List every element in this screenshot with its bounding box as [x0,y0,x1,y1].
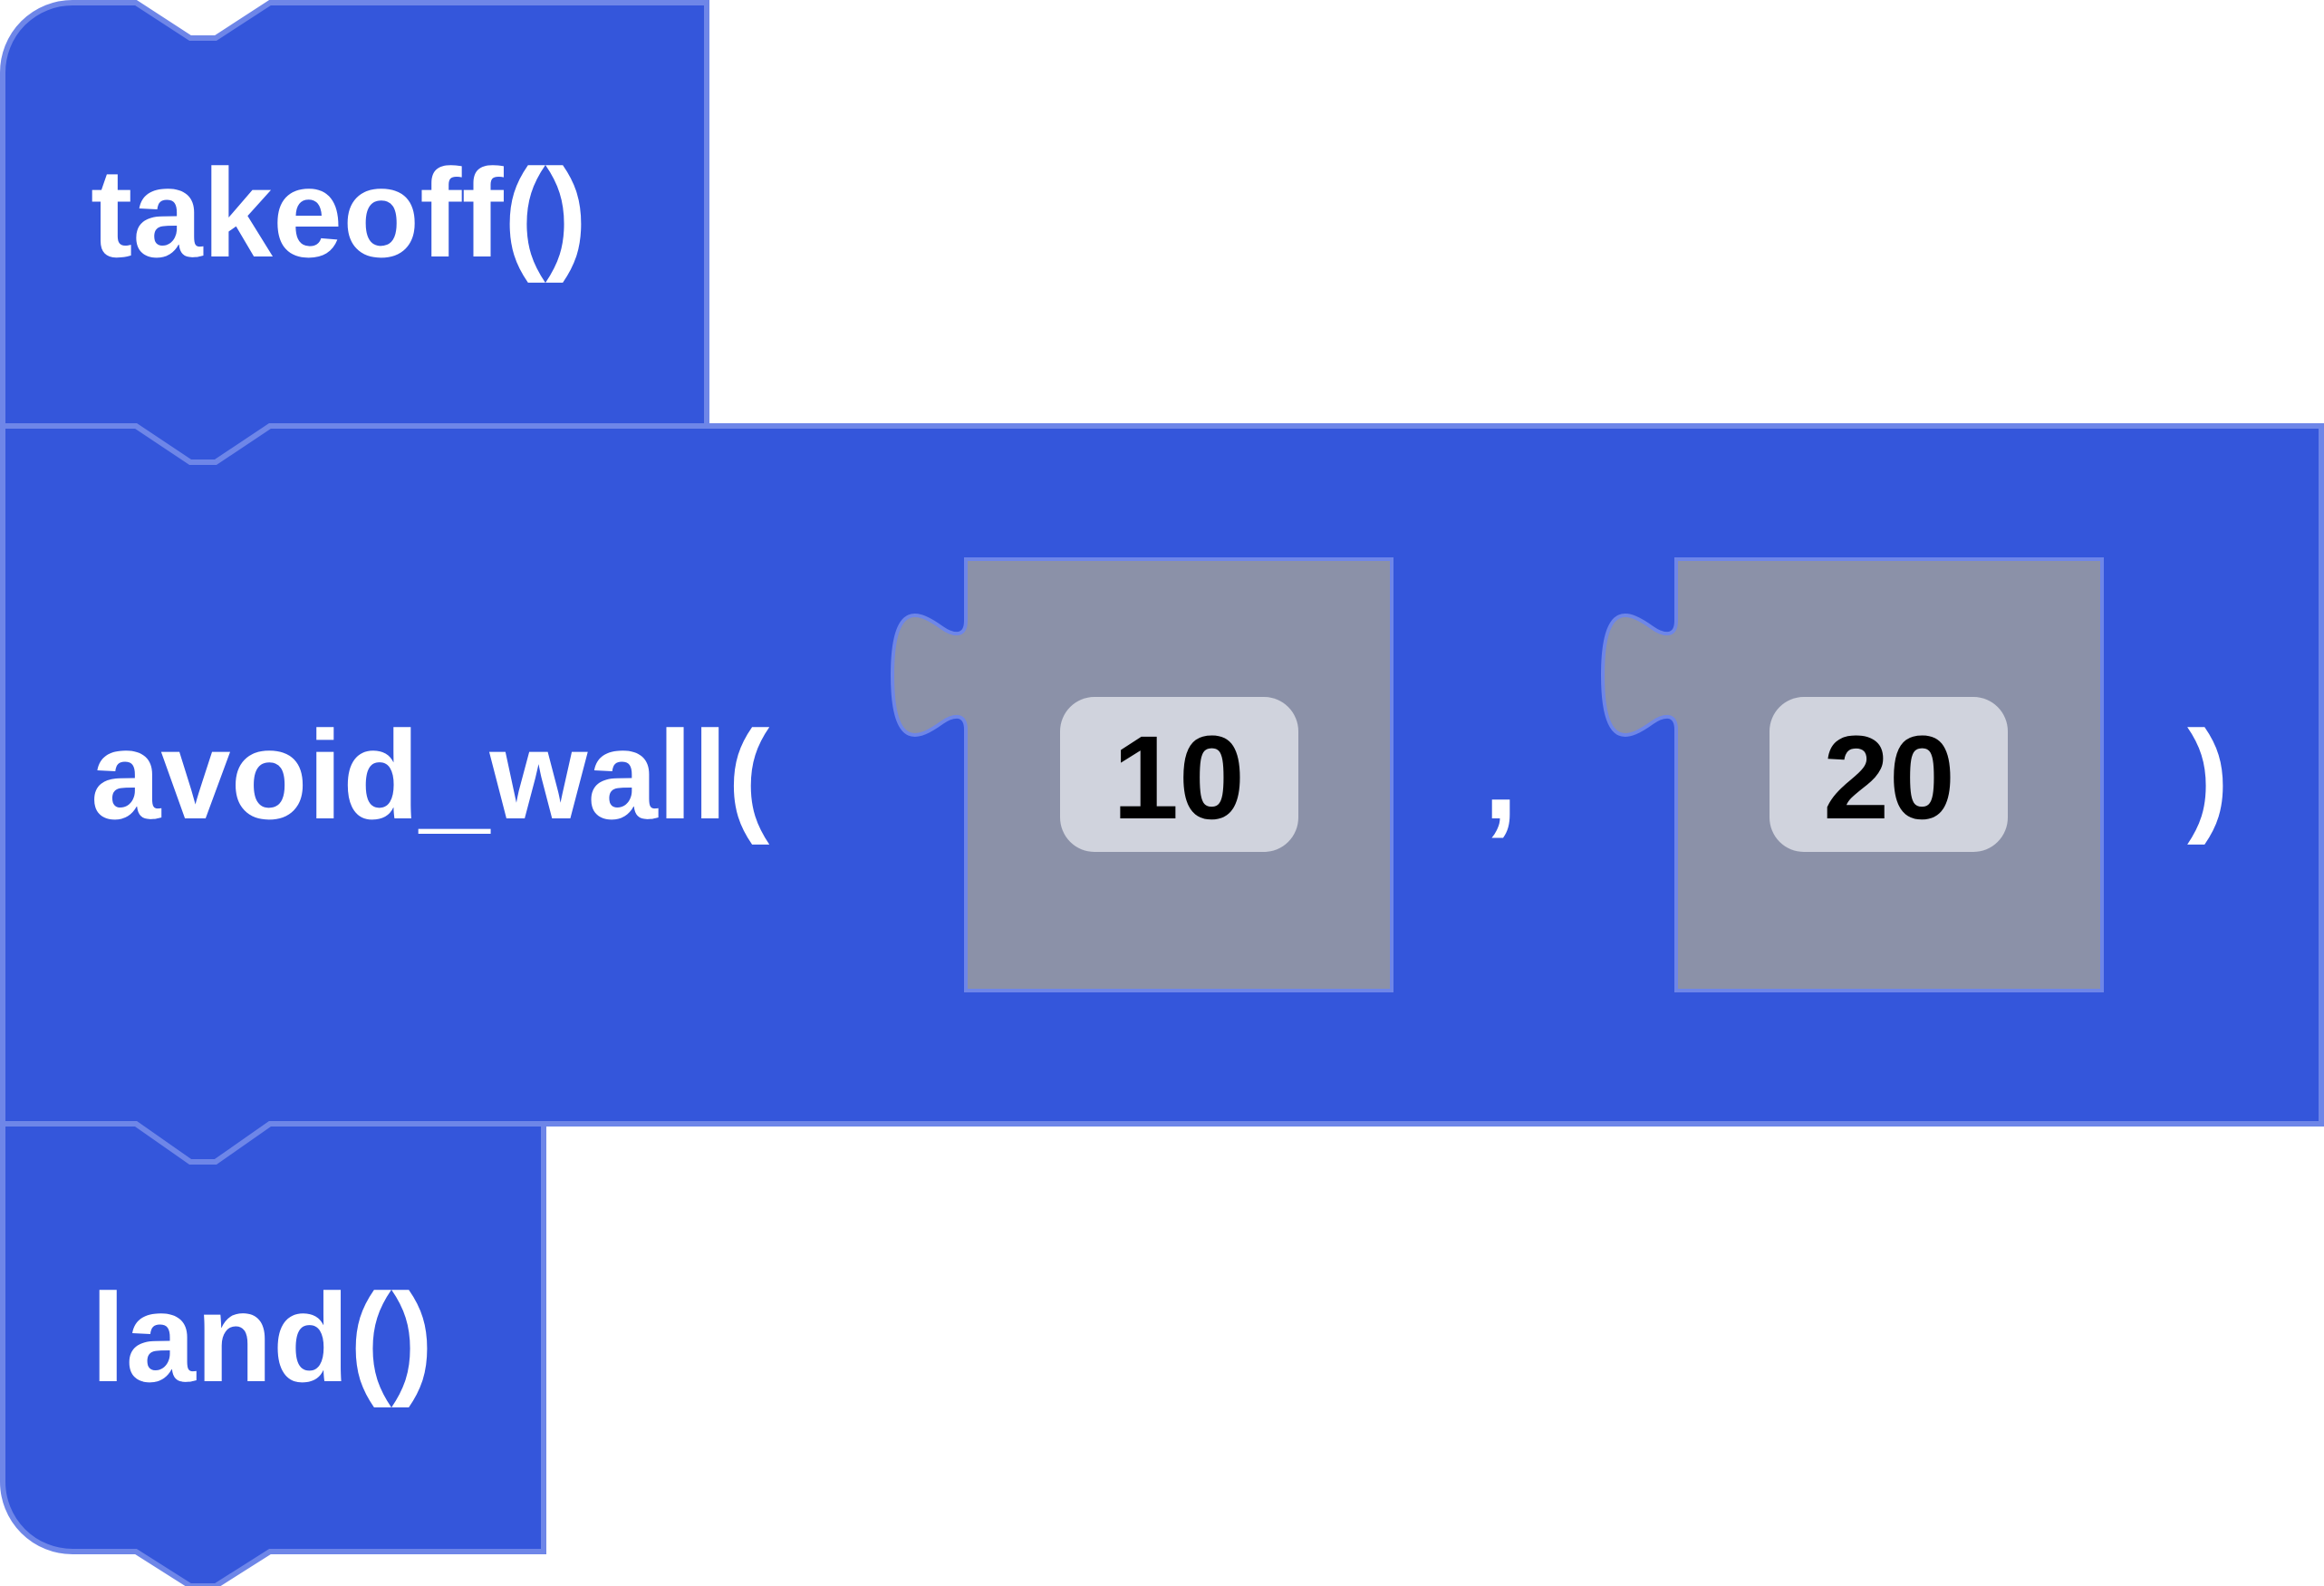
avoid-wall-input-1[interactable]: 10 [890,557,1393,992]
avoid-wall-separator: , [1483,705,1519,846]
avoid-wall-close-paren: ) [2187,705,2229,846]
takeoff-block[interactable]: takeoff() [0,0,709,465]
avoid-wall-label: avoid_wall( [91,705,770,846]
input-2-number-field[interactable] [1770,697,2008,852]
land-label: land() [91,1268,433,1408]
input-2-value: 20 [1823,711,1955,844]
land-block-body[interactable] [0,1121,546,1586]
avoid-wall-block[interactable]: avoid_wall( 10 , 20 ) [0,423,2324,1165]
land-block[interactable]: land() [0,1121,546,1586]
avoid-wall-input-2[interactable]: 20 [1600,557,2104,992]
input-1-value: 10 [1113,711,1245,844]
takeoff-label: takeoff() [91,143,587,284]
input-1-number-field[interactable] [1060,697,1298,852]
